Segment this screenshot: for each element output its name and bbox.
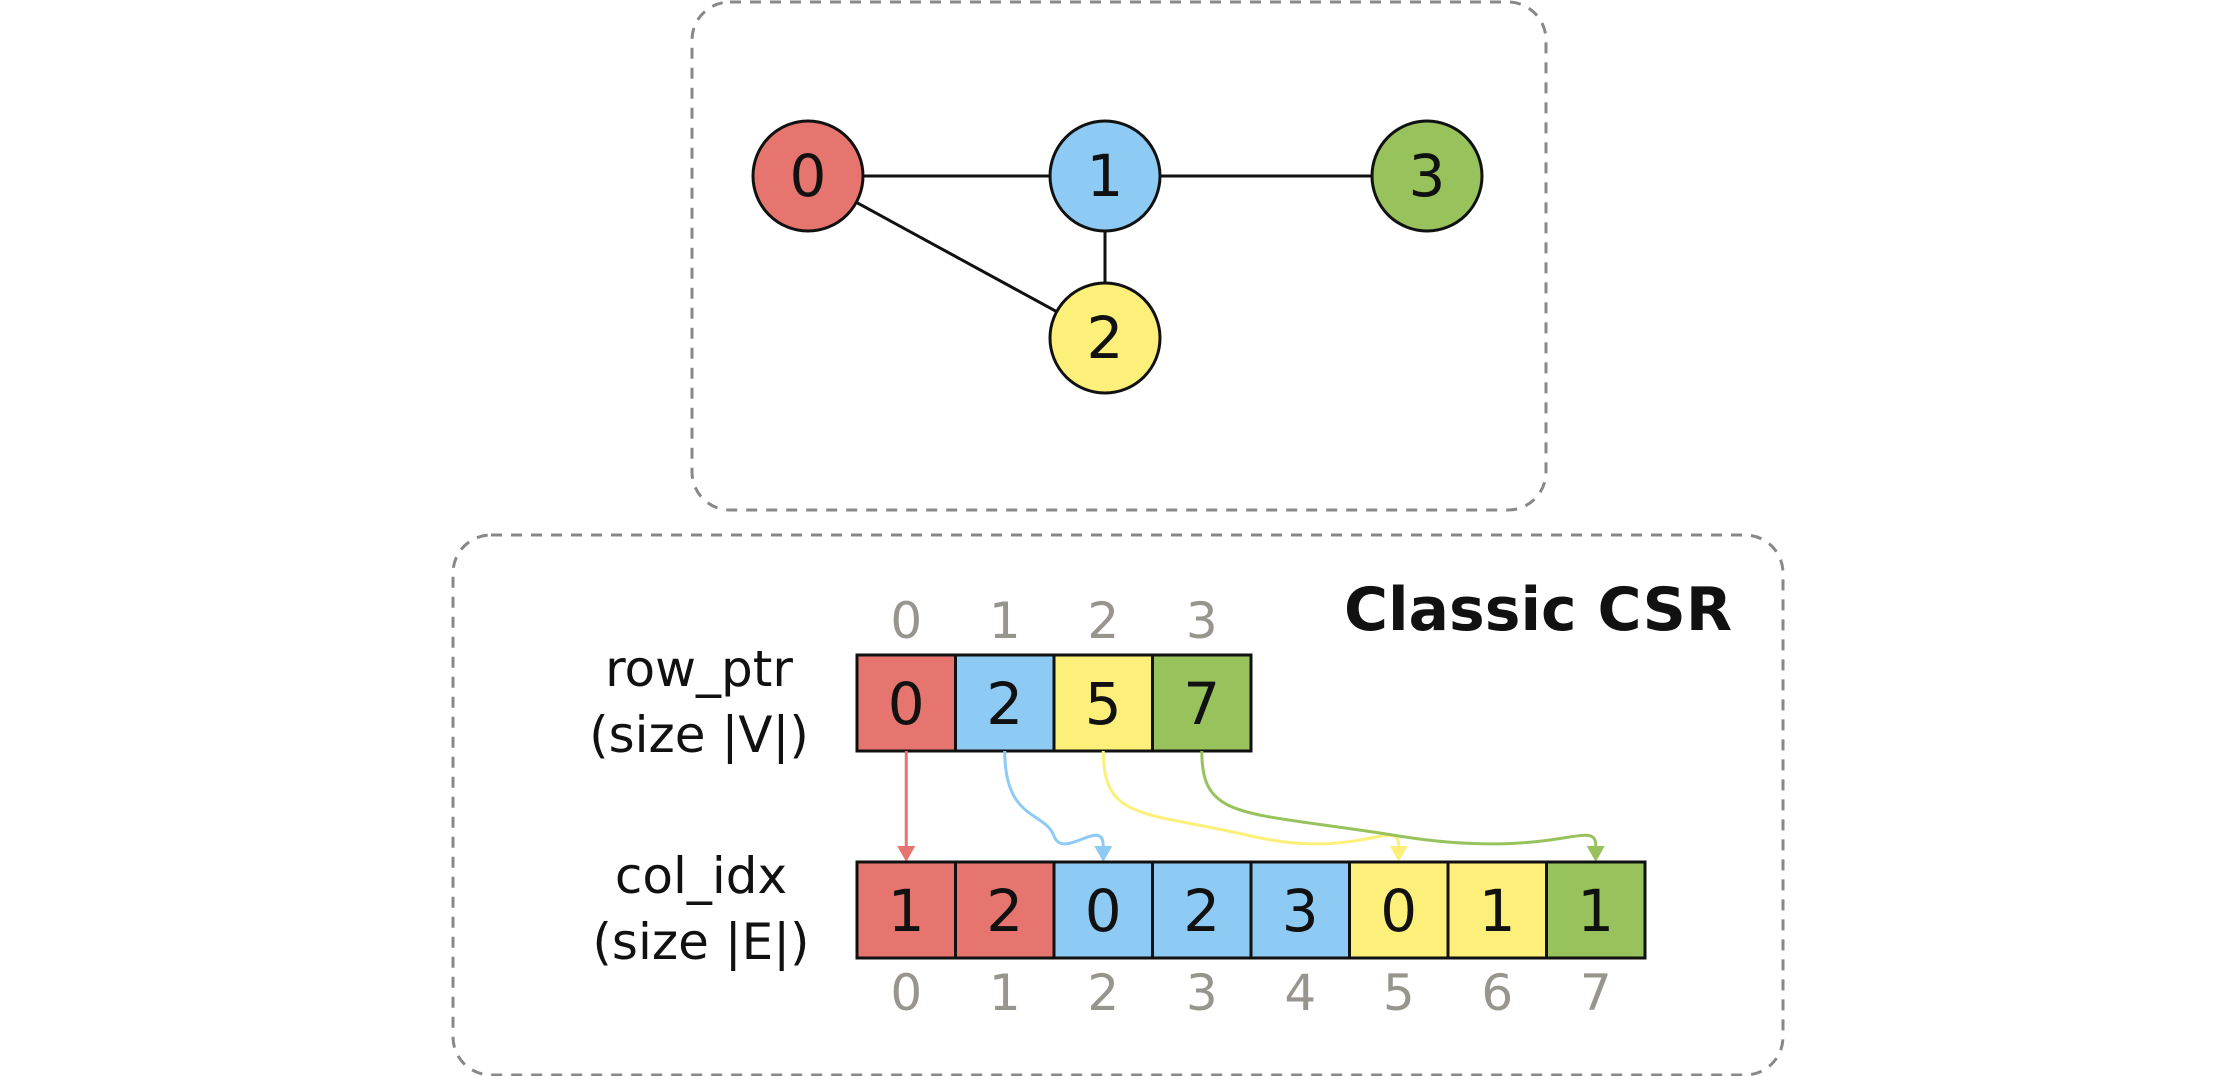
col-idx-cell-box <box>1052 860 1154 960</box>
col-idx-value: 1 <box>1479 877 1516 945</box>
graph-node-0: 0 <box>751 119 865 233</box>
row-ptr-cell: 0 <box>855 653 957 753</box>
graph-node-circle <box>1048 119 1162 233</box>
pointer-line <box>1101 750 1401 847</box>
col-idx-value: 0 <box>1380 877 1417 945</box>
row-ptr-value: 7 <box>1183 670 1220 738</box>
graph-node-label: 0 <box>790 142 827 210</box>
csr-title: Classic CSR <box>1344 575 1732 645</box>
row-ptr-cell-box <box>1151 653 1253 753</box>
col-idx-value: 1 <box>888 877 925 945</box>
col-idx-cell: 1 <box>1446 860 1548 960</box>
col-idx-cell: 1 <box>855 860 957 960</box>
row-ptr-value: 2 <box>986 670 1023 738</box>
graph-node-2: 2 <box>1048 281 1162 395</box>
col-idx-index: 2 <box>1087 964 1119 1022</box>
pointer-arrowhead <box>1389 846 1408 862</box>
pointer-arrow-1 <box>1003 750 1113 862</box>
pointer-arrow-3 <box>1200 750 1605 862</box>
csr-frame <box>451 533 1785 1076</box>
row-ptr-index: 2 <box>1087 592 1119 650</box>
col-idx-label: col_idx <box>615 847 787 905</box>
col-idx-cell-box <box>855 860 957 960</box>
graph-node-circle <box>1370 119 1484 233</box>
row-ptr-indices: 0 1 2 3 <box>890 592 1217 650</box>
row-ptr-cell: 2 <box>954 653 1056 753</box>
graph-node-circle <box>751 119 865 233</box>
col-idx-value: 2 <box>1183 877 1220 945</box>
pointer-arrows <box>897 750 1605 862</box>
graph-node-label: 2 <box>1087 304 1124 372</box>
graph-panel: 0 1 2 3 <box>751 119 1484 395</box>
col-idx-index: 1 <box>989 964 1021 1022</box>
graph-node-1: 1 <box>1048 119 1162 233</box>
col-idx-index: 0 <box>890 964 922 1022</box>
graph-node-circle <box>1048 281 1162 395</box>
pointer-line <box>1003 750 1105 847</box>
col-idx-index: 7 <box>1580 964 1612 1022</box>
col-idx-cell-box <box>1249 860 1351 960</box>
col-idx-index: 3 <box>1186 964 1218 1022</box>
col-idx-value: 3 <box>1282 877 1319 945</box>
row-ptr-index: 1 <box>989 592 1021 650</box>
col-idx-cell-box <box>1545 860 1647 960</box>
col-idx-cell: 0 <box>1052 860 1154 960</box>
pointer-arrowhead <box>897 846 916 862</box>
col-idx-size-label: (size |E|) <box>592 913 809 971</box>
col-idx-cell: 2 <box>1151 860 1253 960</box>
graph-node-label: 1 <box>1087 142 1124 210</box>
pointer-arrowhead <box>1586 846 1605 862</box>
col-idx-value: 0 <box>1085 877 1122 945</box>
col-idx-index: 4 <box>1284 964 1316 1022</box>
row-ptr-value: 0 <box>888 670 925 738</box>
graph-frame <box>690 0 1548 512</box>
pointer-arrow-0 <box>897 751 916 862</box>
graph-node-3: 3 <box>1370 119 1484 233</box>
col-idx-index: 5 <box>1383 964 1415 1022</box>
col-idx-cell-box <box>954 860 1056 960</box>
row-ptr-index: 3 <box>1186 592 1218 650</box>
col-idx-cell: 2 <box>954 860 1056 960</box>
col-idx-cell-box <box>1348 860 1450 960</box>
col-idx-cell: 1 <box>1545 860 1647 960</box>
graph-node-label: 3 <box>1409 142 1446 210</box>
col-idx-cell: 0 <box>1348 860 1450 960</box>
pointer-arrow-2 <box>1101 750 1408 862</box>
col-idx-index: 6 <box>1481 964 1513 1022</box>
pointer-line <box>1200 750 1598 847</box>
pointer-arrowhead <box>1094 846 1113 862</box>
row-ptr-value: 5 <box>1085 670 1122 738</box>
col-idx-value: 1 <box>1577 877 1614 945</box>
col-idx-cell: 3 <box>1249 860 1351 960</box>
col-idx-indices: 0 1 2 3 4 5 6 7 <box>890 964 1611 1022</box>
col-idx-cell-box <box>1446 860 1548 960</box>
col-idx-value: 2 <box>986 877 1023 945</box>
row-ptr-size-label: (size |V|) <box>589 706 809 764</box>
row-ptr-index: 0 <box>890 592 922 650</box>
row-ptr-label: row_ptr <box>605 640 793 698</box>
row-ptr-cell: 7 <box>1151 653 1253 753</box>
graph-nodes: 0 1 2 3 <box>751 119 1484 395</box>
row-ptr-cell-box <box>954 653 1056 753</box>
row-ptr-cell: 5 <box>1052 653 1154 753</box>
